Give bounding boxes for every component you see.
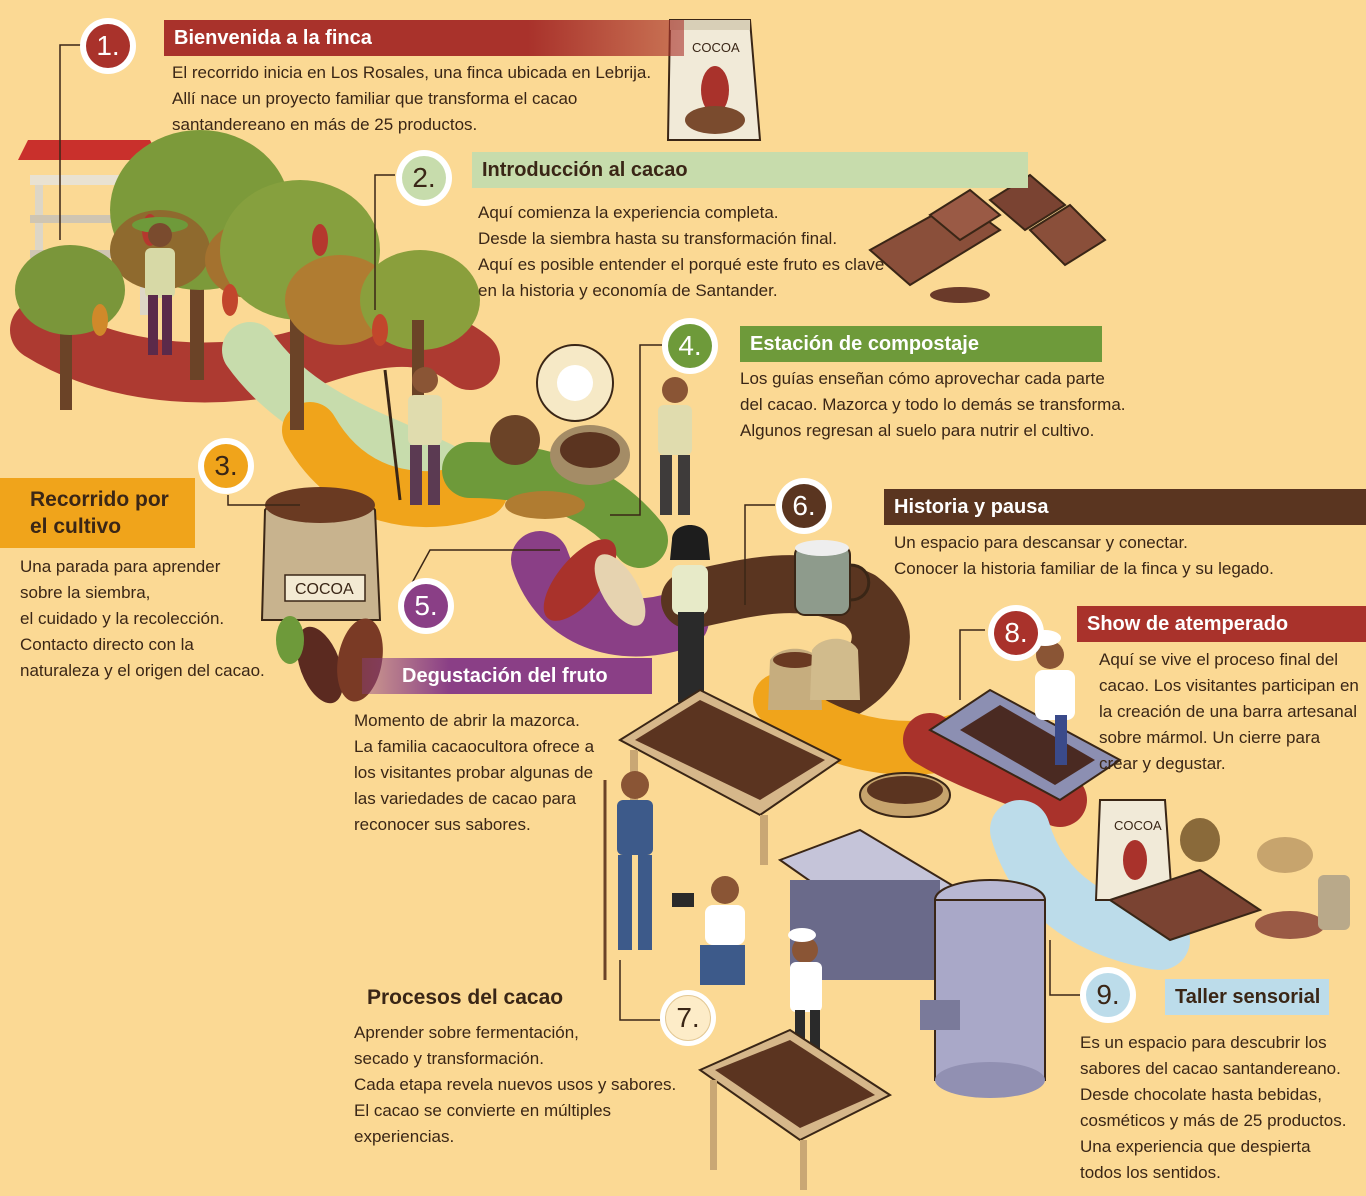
cocoa-bag-icon: COCOA [1094, 799, 1174, 901]
stop-6-body: Un espacio para descansar y conectar. Co… [894, 533, 1274, 578]
stop-3-title: Recorrido por el cultivo [30, 488, 169, 538]
farmer-icon [383, 367, 442, 505]
product-display-icon [1107, 818, 1350, 942]
stop-6-number-badge: 6. [776, 478, 832, 534]
stop-3-title-box: Recorrido por el cultivo [0, 478, 195, 548]
cacao-sack-icon [768, 638, 860, 710]
stop-8-number-badge: 8. [988, 605, 1044, 661]
stop-5-body: Momento de abrir la mazorca. La familia … [354, 711, 595, 834]
stop-3-number: 3. [204, 444, 248, 488]
mug-icon [794, 540, 871, 616]
stop-9-number: 9. [1086, 973, 1130, 1017]
farmer-icon [658, 377, 692, 515]
stop-9-body: Es un espacio para descubrir los sabores… [1080, 1033, 1347, 1182]
farmer-icon [603, 771, 653, 980]
stop-6-title: Historia y pausa [884, 489, 1366, 525]
stop-2-body: Aquí comienza la experiencia completa. D… [478, 203, 885, 300]
stop-2-number-badge: 2. [396, 150, 452, 206]
host-woman-icon [670, 525, 710, 702]
stop-7-title: Procesos del cacao [367, 986, 564, 1009]
chocolate-bar-icon [868, 173, 1107, 303]
stop-4-number-badge: 4. [662, 318, 718, 374]
cocoa-bag-top-label: COCOA [692, 40, 740, 55]
cacao-tree-icon [15, 130, 480, 430]
stop-9-title: Taller sensorial [1165, 979, 1329, 1015]
stop-2-title: Introducción al cacao [472, 152, 1028, 188]
stop-7-number-badge: 7. [660, 990, 716, 1046]
cocoa-bag-bottom-label: COCOA [1114, 818, 1162, 833]
stop-8-number: 8. [994, 611, 1038, 655]
cacao-sack-icon: COCOA [260, 487, 382, 621]
stop-4-number: 4. [668, 324, 712, 368]
stop-3-number-badge: 3. [198, 438, 254, 494]
stop-6-number: 6. [782, 484, 826, 528]
cacao-pod-icon [543, 539, 646, 626]
stop-7-body: Aprender sobre fermentación, secado y tr… [354, 1023, 677, 1146]
drying-table-icon [697, 1028, 893, 1190]
stop-1-number: 1. [86, 24, 130, 68]
stop-1-body: El recorrido inicia en Los Rosales, una … [172, 63, 652, 134]
roasting-machine-icon [777, 828, 1046, 1098]
stop-5-number: 5. [404, 584, 448, 628]
stop-1-number-badge: 1. [80, 18, 136, 74]
stop-9-number-badge: 9. [1080, 967, 1136, 1023]
cocoa-sack-label: COCOA [295, 581, 354, 598]
photographer-icon [672, 876, 745, 985]
stop-3-body: Una parada para aprender sobre la siembr… [20, 557, 265, 680]
stop-8-body: Aquí se vive el proceso final del cacao.… [1099, 650, 1359, 773]
bean-bowl-icon [859, 772, 951, 818]
cacao-pod-icon [536, 344, 614, 422]
stop-1-title: Bienvenida a la finca [164, 20, 684, 56]
cocoa-bag-icon: COCOA [666, 19, 762, 141]
stop-5-title: Degustación del fruto [362, 658, 652, 694]
farmer-icon [132, 217, 188, 355]
stop-7-number: 7. [665, 995, 711, 1041]
chef-icon [788, 928, 822, 1060]
stop-5-number-badge: 5. [398, 578, 454, 634]
stop-4-title: Estación de compostaje [740, 326, 1102, 362]
cacao-sack-icon [490, 415, 630, 519]
stop-8-title: Show de atemperado [1077, 606, 1366, 642]
stop-2-number: 2. [402, 156, 446, 200]
stop-4-body: Los guías enseñan cómo aprovechar cada p… [740, 369, 1126, 440]
